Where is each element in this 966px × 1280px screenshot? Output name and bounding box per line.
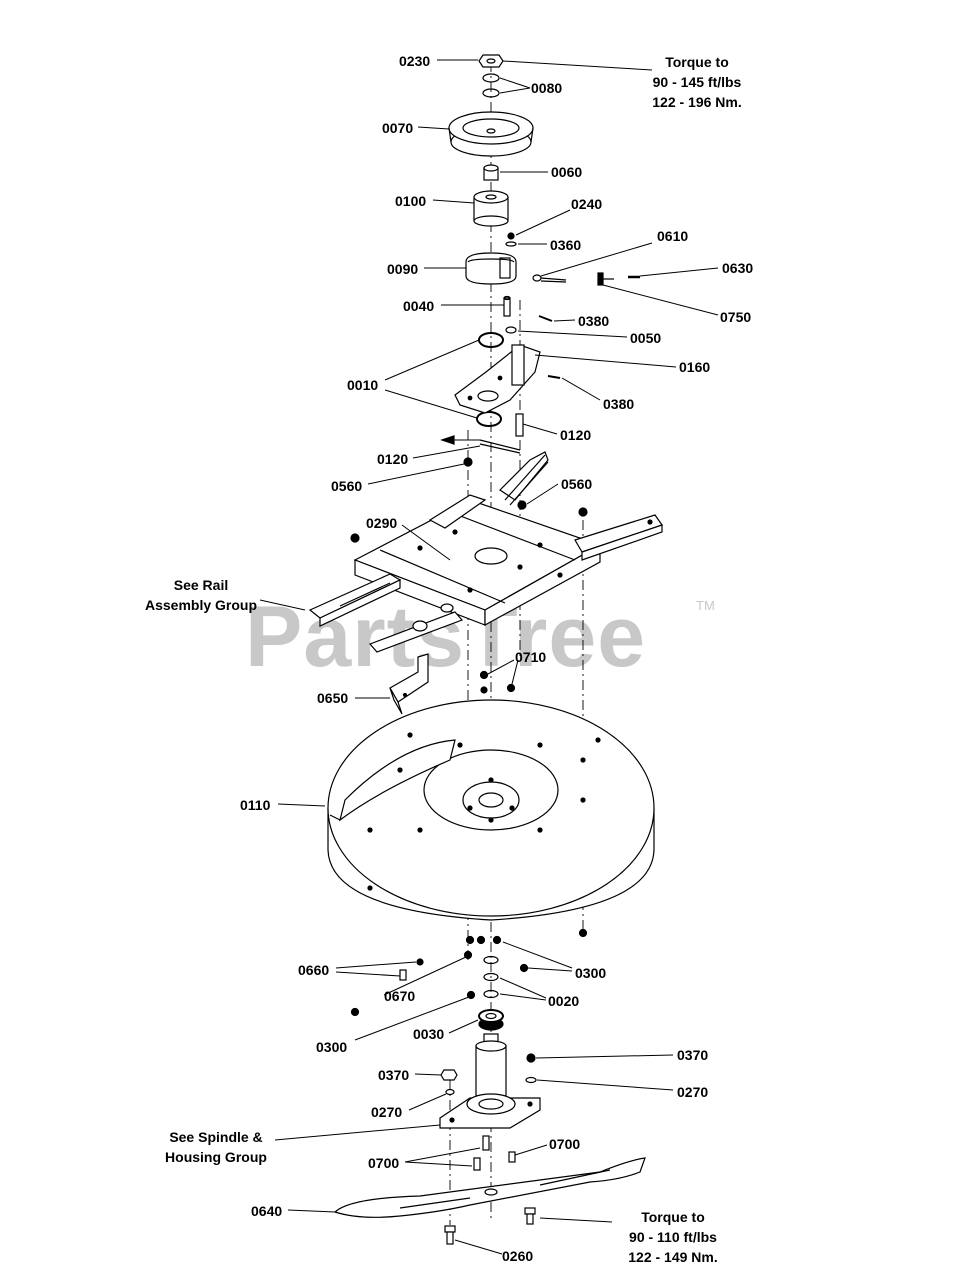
left-rail: [308, 573, 402, 627]
washer-0020b: [483, 972, 499, 982]
leader-lines: [259, 59, 719, 1255]
label-0160: 0160: [679, 359, 711, 375]
label-0380-lower: 0380: [603, 396, 635, 412]
bracket-0160: [454, 344, 541, 414]
label-0040: 0040: [403, 298, 435, 314]
ring-0010b: [476, 411, 502, 427]
rail-reference-line1: See Rail: [173, 577, 229, 593]
screw-0560a: [463, 457, 473, 467]
label-0560-right: 0560: [561, 476, 593, 492]
label-0650: 0650: [317, 690, 349, 706]
label-0270-left: 0270: [371, 1104, 403, 1120]
label-0700-right: 0700: [549, 1136, 581, 1152]
bolt-0660: [399, 958, 424, 981]
label-0060: 0060: [551, 164, 583, 180]
rail-reference-line2: Assembly Group: [144, 597, 258, 613]
label-0110: 0110: [240, 797, 271, 813]
nut-0370a: [440, 1069, 458, 1081]
bracket-0650: [389, 653, 429, 715]
label-0240: 0240: [571, 196, 603, 212]
bolt-0610: [532, 274, 567, 283]
trademark-mark: TM: [696, 598, 715, 613]
pin-0380b: [547, 375, 561, 379]
label-0380-upper: 0380: [578, 313, 610, 329]
torque-note-bottom-line1: Torque to: [641, 1209, 705, 1225]
bolt-0040: [503, 295, 511, 317]
label-0750: 0750: [720, 309, 752, 325]
label-0710: 0710: [515, 649, 547, 665]
torque-note-top-line2: 90 - 145 ft/lbs: [652, 74, 742, 90]
torque-note-bottom-line2: 90 - 110 ft/lbs: [629, 1229, 717, 1245]
torque-note-bottom: Torque to 90 - 110 ft/lbs 122 - 149 Nm.: [614, 1207, 732, 1267]
label-0360: 0360: [550, 237, 582, 253]
label-0670: 0670: [384, 988, 416, 1004]
right-arm: [574, 514, 663, 561]
label-0030: 0030: [413, 1026, 445, 1042]
label-0270-right: 0270: [677, 1084, 709, 1100]
torque-note-top-line3: 122 - 196 Nm.: [652, 94, 742, 110]
bushing-0100: [473, 190, 509, 227]
label-0370-right: 0370: [677, 1047, 709, 1063]
deck-0110: [327, 699, 655, 921]
washer-0080b: [482, 88, 500, 98]
label-0700-left: 0700: [368, 1155, 400, 1171]
torque-note-top-line1: Torque to: [665, 54, 729, 70]
rail-assembly-reference[interactable]: See Rail Assembly Group: [140, 575, 262, 615]
label-0080: 0080: [531, 80, 563, 96]
spindle-reference-line1: See Spindle &: [169, 1129, 263, 1145]
spindle-housing-reference[interactable]: See Spindle & Housing Group: [160, 1127, 272, 1167]
torque-note-bottom-line3: 122 - 149 Nm.: [628, 1249, 718, 1265]
spindle-reference-line2: Housing Group: [165, 1149, 267, 1165]
label-0090: 0090: [387, 261, 419, 277]
label-0560-left: 0560: [331, 478, 363, 494]
nut-0300a: [463, 950, 473, 960]
label-0300-right: 0300: [575, 965, 607, 981]
pin-0120b: [479, 439, 521, 454]
nut-0710a: [479, 670, 489, 680]
label-0050: 0050: [630, 330, 662, 346]
washer-0020a: [483, 955, 499, 965]
label-0660: 0660: [298, 962, 330, 978]
nut-0710b: [506, 683, 516, 693]
label-0070: 0070: [382, 120, 414, 136]
spacer-0060: [483, 164, 499, 181]
label-0610: 0610: [657, 228, 689, 244]
label-0020: 0020: [548, 993, 580, 1009]
front-rail: [368, 603, 464, 653]
label-0370-left: 0370: [378, 1067, 410, 1083]
nut-0370b: [526, 1053, 536, 1063]
washer-0050: [505, 326, 517, 334]
pin-0380a: [538, 315, 553, 322]
label-0260: 0260: [502, 1248, 534, 1264]
label-0290: 0290: [366, 515, 398, 531]
bolt-0260b: [524, 1207, 536, 1225]
torque-note-top: Torque to 90 - 145 ft/lbs 122 - 196 Nm.: [638, 52, 756, 112]
label-0120-right: 0120: [560, 427, 592, 443]
bearing-0030: [478, 1009, 504, 1031]
label-0640: 0640: [251, 1203, 283, 1219]
pin-0120a: [515, 413, 524, 437]
label-0630: 0630: [722, 260, 754, 276]
label-0120-left: 0120: [377, 451, 409, 467]
label-0100: 0100: [395, 193, 427, 209]
nut-0230: [478, 54, 504, 68]
pulley-0070: [448, 111, 534, 157]
blade-0640: [333, 1157, 646, 1218]
label-0010: 0010: [347, 377, 379, 393]
washer-0020c: [483, 989, 499, 999]
label-0300-left: 0300: [316, 1039, 348, 1055]
screw-0560b: [517, 500, 527, 510]
bolt-0700a: [482, 1135, 490, 1151]
washer-0080a: [482, 73, 500, 83]
spindle-housing: [439, 1033, 541, 1129]
clamp-0090: [465, 252, 517, 285]
bolt-0260a: [444, 1225, 456, 1245]
label-0230: 0230: [399, 53, 431, 69]
